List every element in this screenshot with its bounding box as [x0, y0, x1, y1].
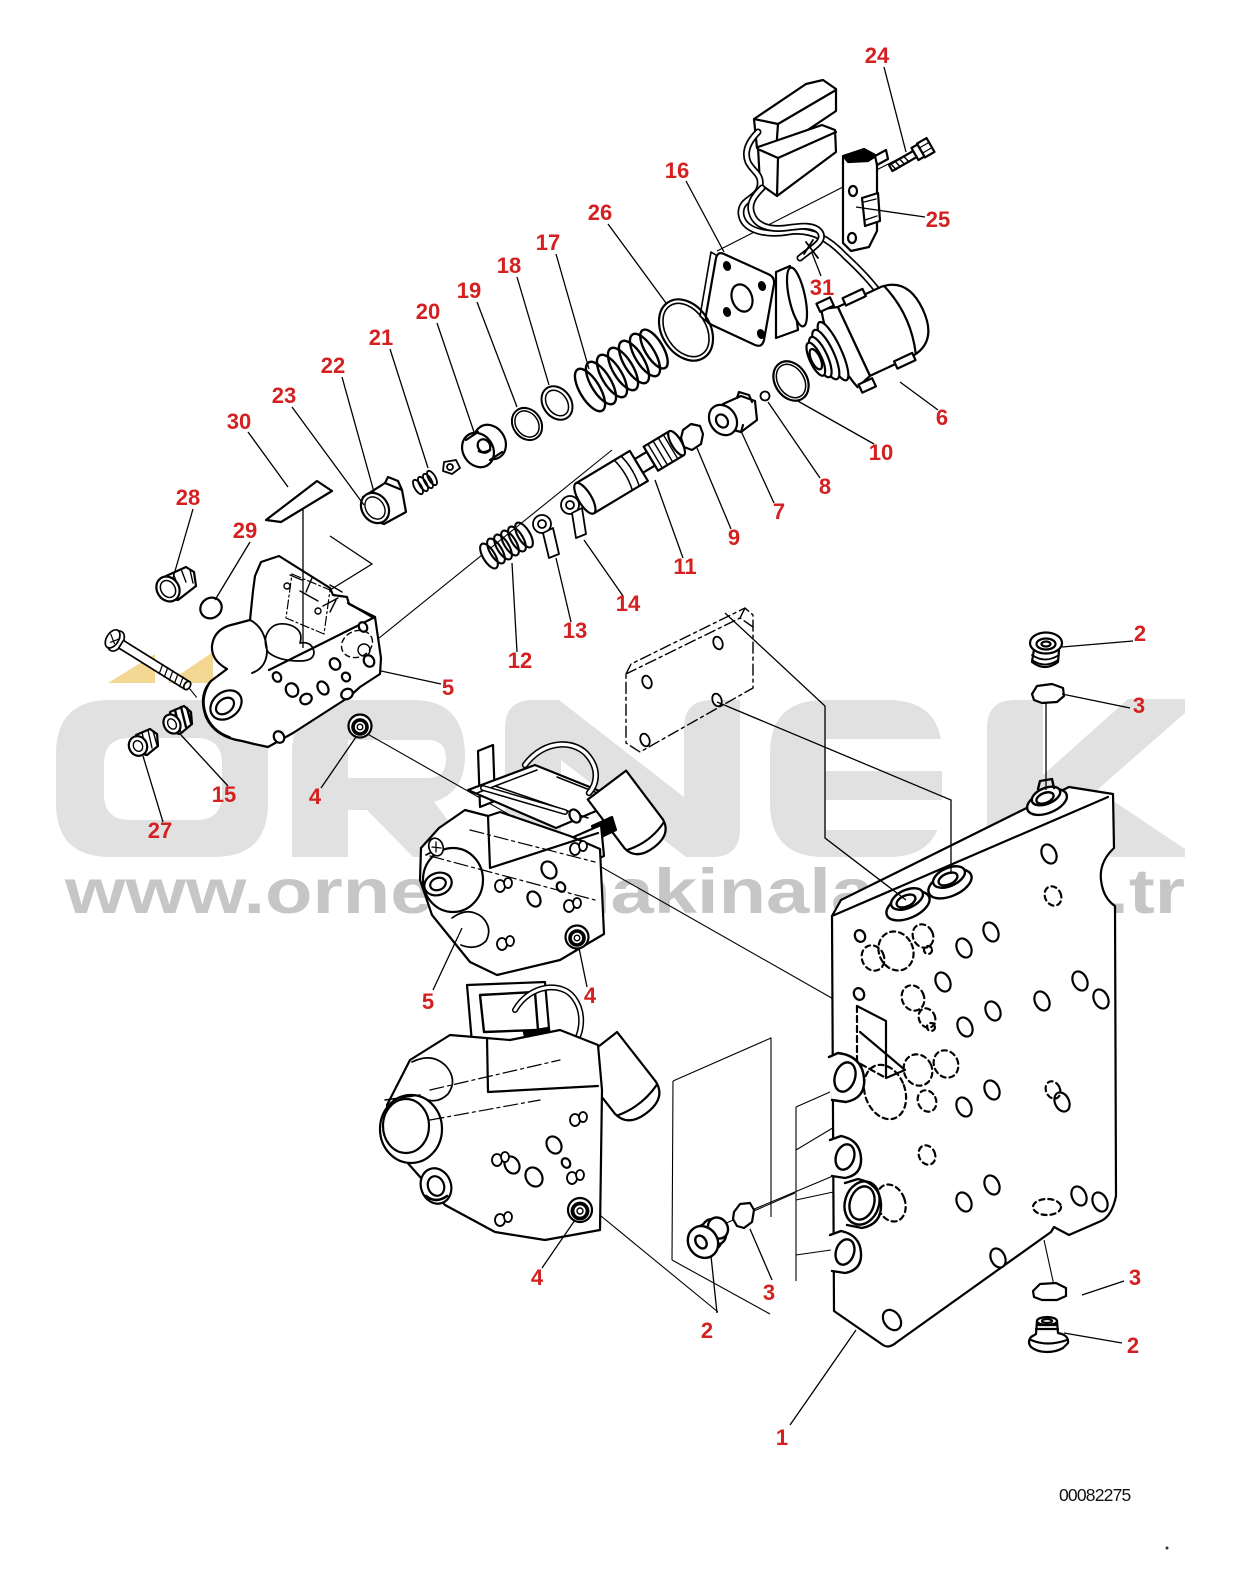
svg-text:5: 5 — [422, 989, 434, 1014]
svg-text:22: 22 — [321, 353, 345, 378]
svg-text:18: 18 — [497, 253, 521, 278]
svg-text:9: 9 — [728, 525, 740, 550]
svg-text:29: 29 — [233, 518, 257, 543]
svg-text:14: 14 — [616, 591, 641, 616]
svg-text:2: 2 — [1134, 621, 1146, 646]
svg-text:16: 16 — [665, 158, 689, 183]
svg-text:5: 5 — [442, 675, 454, 700]
svg-text:21: 21 — [369, 325, 393, 350]
svg-text:12: 12 — [508, 648, 532, 673]
svg-text:1: 1 — [776, 1425, 788, 1450]
svg-text:28: 28 — [176, 485, 200, 510]
svg-text:4: 4 — [584, 983, 597, 1008]
svg-text:13: 13 — [563, 618, 587, 643]
svg-text:30: 30 — [227, 409, 251, 434]
svg-text:00082275: 00082275 — [1059, 1485, 1131, 1505]
svg-text:3: 3 — [1129, 1265, 1141, 1290]
svg-text:10: 10 — [869, 440, 893, 465]
svg-text:27: 27 — [148, 818, 172, 843]
svg-text:17: 17 — [536, 230, 560, 255]
svg-text:6: 6 — [936, 405, 948, 430]
svg-text:4: 4 — [531, 1265, 544, 1290]
svg-text:3: 3 — [763, 1280, 775, 1305]
svg-text:31: 31 — [810, 275, 834, 300]
svg-text:15: 15 — [212, 782, 236, 807]
svg-text:11: 11 — [673, 554, 696, 579]
svg-text:2: 2 — [701, 1318, 713, 1343]
svg-text:8: 8 — [819, 474, 831, 499]
svg-text:25: 25 — [926, 207, 950, 232]
svg-text:19: 19 — [457, 278, 481, 303]
svg-text:4: 4 — [309, 784, 322, 809]
svg-text:2: 2 — [1127, 1333, 1139, 1358]
svg-text:26: 26 — [588, 200, 612, 225]
svg-text:7: 7 — [773, 499, 785, 524]
svg-text:23: 23 — [272, 383, 296, 408]
svg-text:3: 3 — [1133, 693, 1145, 718]
svg-text:20: 20 — [416, 299, 440, 324]
svg-text:24: 24 — [865, 43, 890, 68]
